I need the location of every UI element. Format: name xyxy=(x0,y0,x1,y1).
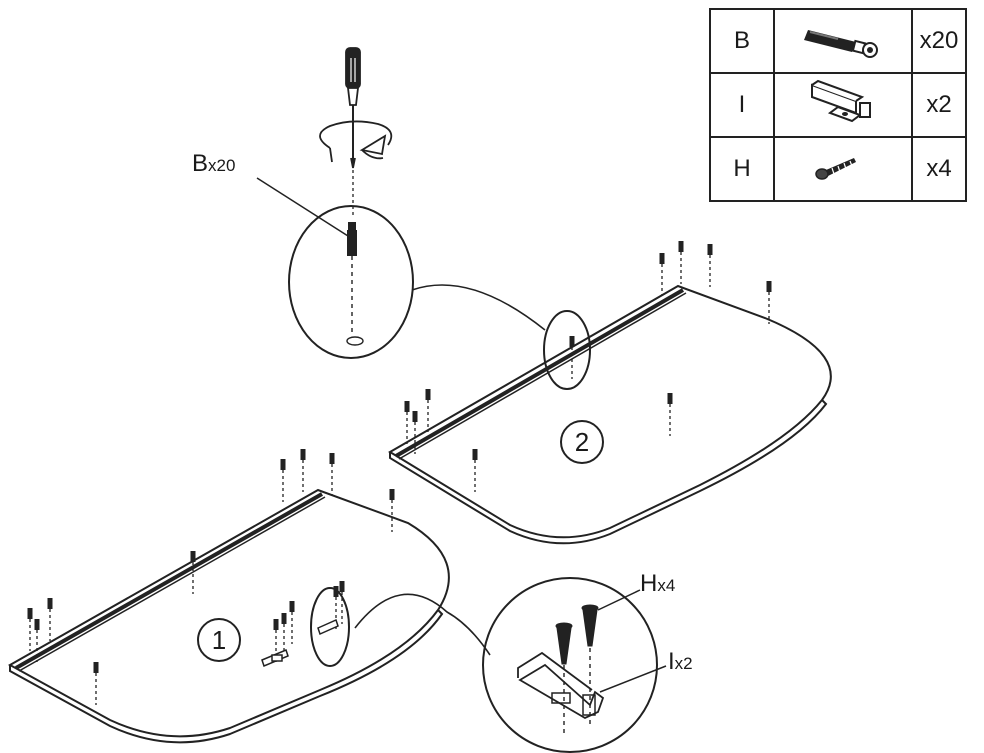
callout-h: Hx4 xyxy=(640,570,675,598)
part-letter: H xyxy=(709,136,775,202)
cam-bolt-detail xyxy=(256,177,546,359)
bracket-icon xyxy=(811,79,871,122)
callout-b-qty: x20 xyxy=(208,156,236,175)
panel-1-brackets xyxy=(261,618,339,668)
screw-icon xyxy=(815,157,856,180)
callout-b: Bx20 xyxy=(192,150,235,178)
panel-2 xyxy=(388,284,832,545)
parts-row-i: I x2 xyxy=(709,72,967,138)
parts-row-b: B x20 xyxy=(709,8,967,74)
callout-i-qty: x2 xyxy=(674,654,693,673)
callout-h-qty: x4 xyxy=(657,576,676,595)
callout-i-letter: I xyxy=(668,648,675,675)
part-qty: x4 xyxy=(911,136,967,202)
part-letter: B xyxy=(709,8,775,74)
part-letter: I xyxy=(709,72,775,138)
parts-row-h: H x4 xyxy=(709,136,967,202)
part-qty: x20 xyxy=(911,8,967,74)
panel-1-detail-ellipse xyxy=(310,587,350,667)
step-2-badge: 2 xyxy=(560,420,604,464)
callout-h-letter: H xyxy=(640,570,658,597)
bracket-detail xyxy=(354,577,667,753)
cam-bolt-icon xyxy=(804,29,878,58)
panel-1 xyxy=(7,488,450,744)
callout-b-letter: B xyxy=(192,150,209,177)
step-1-badge: 1 xyxy=(197,618,241,662)
part-qty: x2 xyxy=(911,72,967,138)
parts-table: B x20 I x2 H xyxy=(709,8,967,202)
panel-2-detail-ellipse xyxy=(543,310,591,390)
screwdriver-icon xyxy=(345,47,361,218)
rotation-arrow-icon xyxy=(319,120,393,163)
callout-i: Ix2 xyxy=(668,648,693,676)
